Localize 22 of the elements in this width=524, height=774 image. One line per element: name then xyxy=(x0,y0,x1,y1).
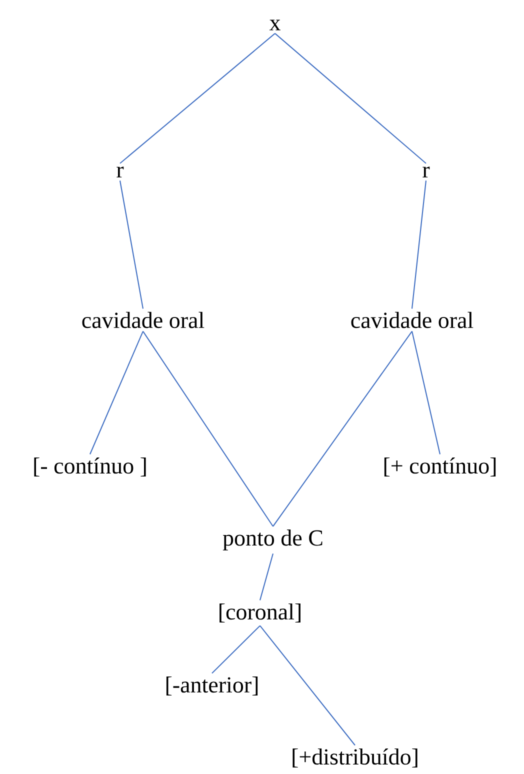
node-label: cavidade oral xyxy=(351,312,474,328)
node-label: [- contínuo ] xyxy=(34,457,146,477)
node-label: [+ contínuo] xyxy=(384,457,496,477)
tree-branch xyxy=(120,33,276,164)
tree-branch xyxy=(259,553,274,600)
node-label: r xyxy=(422,166,430,178)
tree-branch xyxy=(260,625,356,746)
tree-branch xyxy=(90,331,144,454)
node-label: [coronal] xyxy=(220,603,300,622)
tree-branch xyxy=(212,625,260,674)
tree-branch xyxy=(272,330,412,527)
tree-branch xyxy=(411,180,427,309)
node-label: r xyxy=(116,166,124,178)
tree-branch xyxy=(274,33,426,164)
node-label: x xyxy=(269,20,280,30)
node-label: [-anterior] xyxy=(166,676,258,696)
node-label: ponto de C xyxy=(222,530,322,550)
tree-branch xyxy=(411,331,441,454)
tree-branch xyxy=(142,330,274,527)
node-label: cavidade oral xyxy=(82,312,204,328)
tree-branch xyxy=(119,180,144,309)
node-label: [+distribuído] xyxy=(292,748,418,768)
